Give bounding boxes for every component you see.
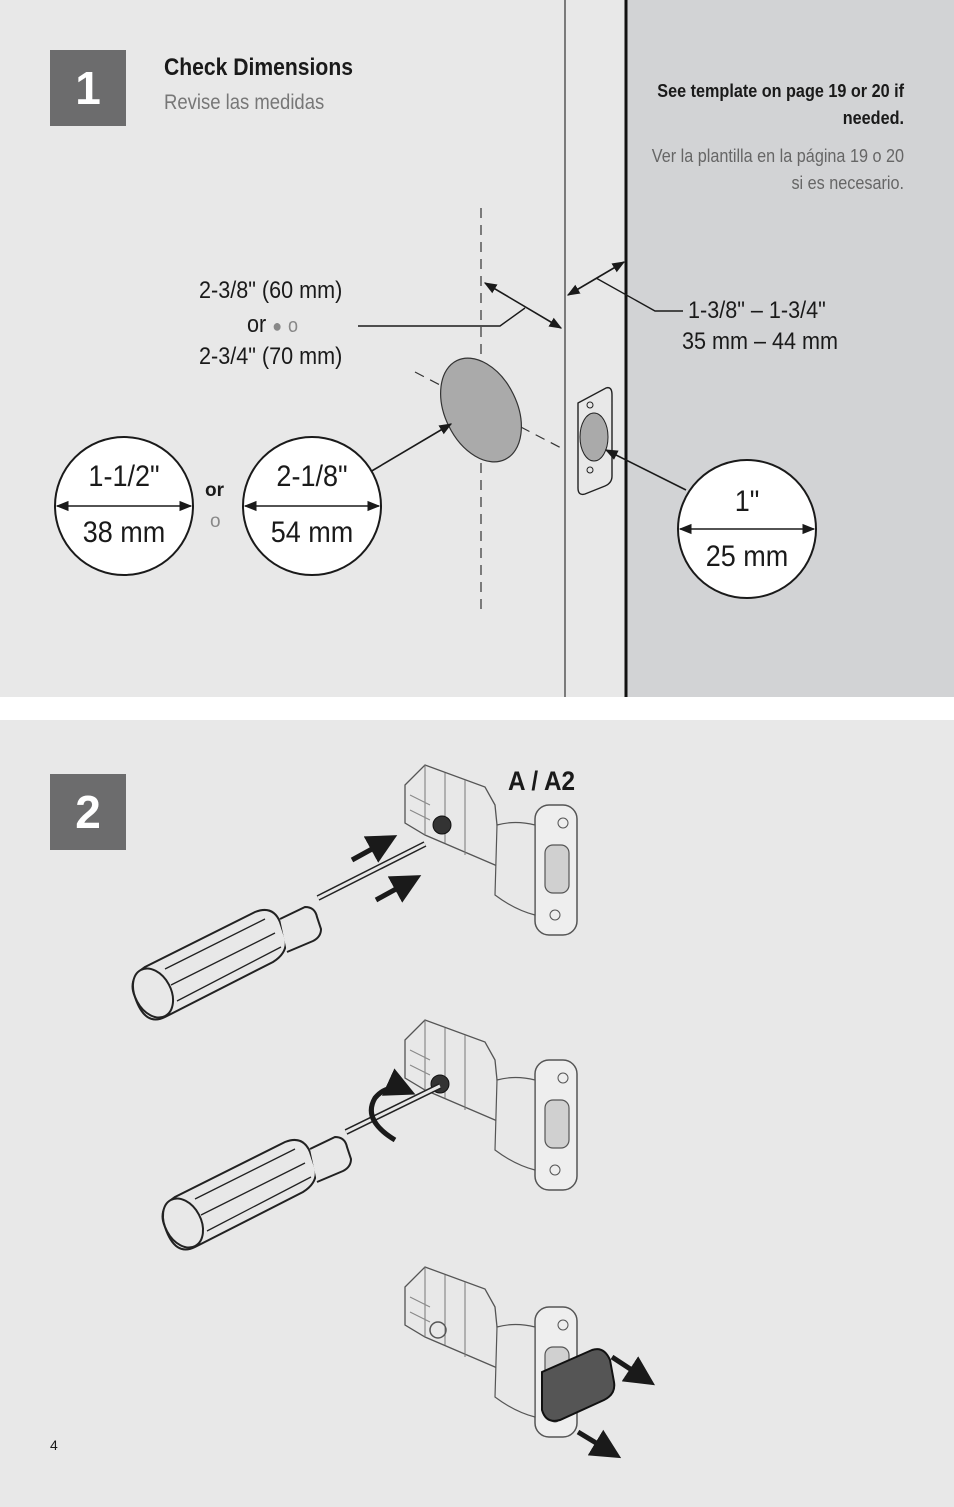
extend-arrow-2-icon <box>576 1429 622 1459</box>
template-note-en: See template on page 19 or 20 if needed. <box>657 81 904 128</box>
bore-centerline-horizontal <box>414 371 566 451</box>
rotate-arrow-icon <box>368 1068 416 1143</box>
insert-arrow-1-icon <box>350 835 398 863</box>
latch-3-adjust-screw <box>429 1321 447 1339</box>
plate-screw-hole-bottom <box>586 466 594 474</box>
latch-adjustment-illustration <box>123 764 656 1459</box>
bullet-dot-icon: ● <box>272 316 283 336</box>
step-2-panel: 2 <box>0 720 954 1507</box>
backset-or: or <box>247 311 267 338</box>
hole-large-inch: 2-1/8" <box>276 460 348 493</box>
backset-label-2: 2-3/4" (70 mm) <box>199 343 343 370</box>
hole-large-mm: 54 mm <box>270 516 354 549</box>
edge-hole-inch: 1" <box>734 485 760 518</box>
hole-small-inch: 1-1/2" <box>88 460 160 493</box>
extend-arrow-1-icon <box>610 1354 656 1386</box>
step-2-badge: 2 <box>50 774 126 850</box>
edge-bore-hole <box>579 412 609 462</box>
hole-o: o <box>210 511 221 532</box>
backset-label-1: 2-3/8" (60 mm) <box>199 277 343 304</box>
backset-or-row: or ● o <box>247 308 298 343</box>
backset-leader-line <box>358 307 526 327</box>
latch-bolt-extended <box>541 1348 616 1422</box>
step-1-badge: 1 <box>50 50 126 126</box>
latch-label: A / A2 <box>508 766 576 796</box>
hole-small-mm: 38 mm <box>82 516 166 549</box>
hole-or: or <box>205 480 224 501</box>
thickness-leader-line <box>595 277 683 312</box>
step-1-panel: 1 Check Dimensions Revise las medidas Se… <box>0 0 954 697</box>
latch-1-adjust-screw <box>432 815 452 835</box>
plate-screw-hole-top <box>586 401 594 409</box>
backset-o: o <box>288 315 299 337</box>
face-bore-hole <box>440 357 522 463</box>
step-1-subtitle: Revise las medidas <box>164 91 325 114</box>
template-note-es: Ver la plantilla en la página 19 o 20 si… <box>651 146 904 193</box>
edge-bore-leader-arrow <box>604 449 687 491</box>
backset-arrow <box>483 282 563 329</box>
face-bore-leader-arrow <box>369 423 453 473</box>
insert-arrow-2-icon <box>374 875 422 903</box>
door-thickness-label-1: 1-3/8" – 1-3/4" <box>688 297 826 324</box>
page-number: 4 <box>50 1437 58 1453</box>
screwdriver-1-illustration <box>123 906 322 1026</box>
dimension-diagram <box>54 0 817 697</box>
edge-hole-mm: 25 mm <box>705 540 789 573</box>
step-1-title: Check Dimensions <box>164 54 353 81</box>
door-thickness-label-2: 35 mm – 44 mm <box>682 328 839 355</box>
latch-2-illustration <box>404 1019 578 1191</box>
screwdriver-2-illustration <box>153 1136 352 1256</box>
